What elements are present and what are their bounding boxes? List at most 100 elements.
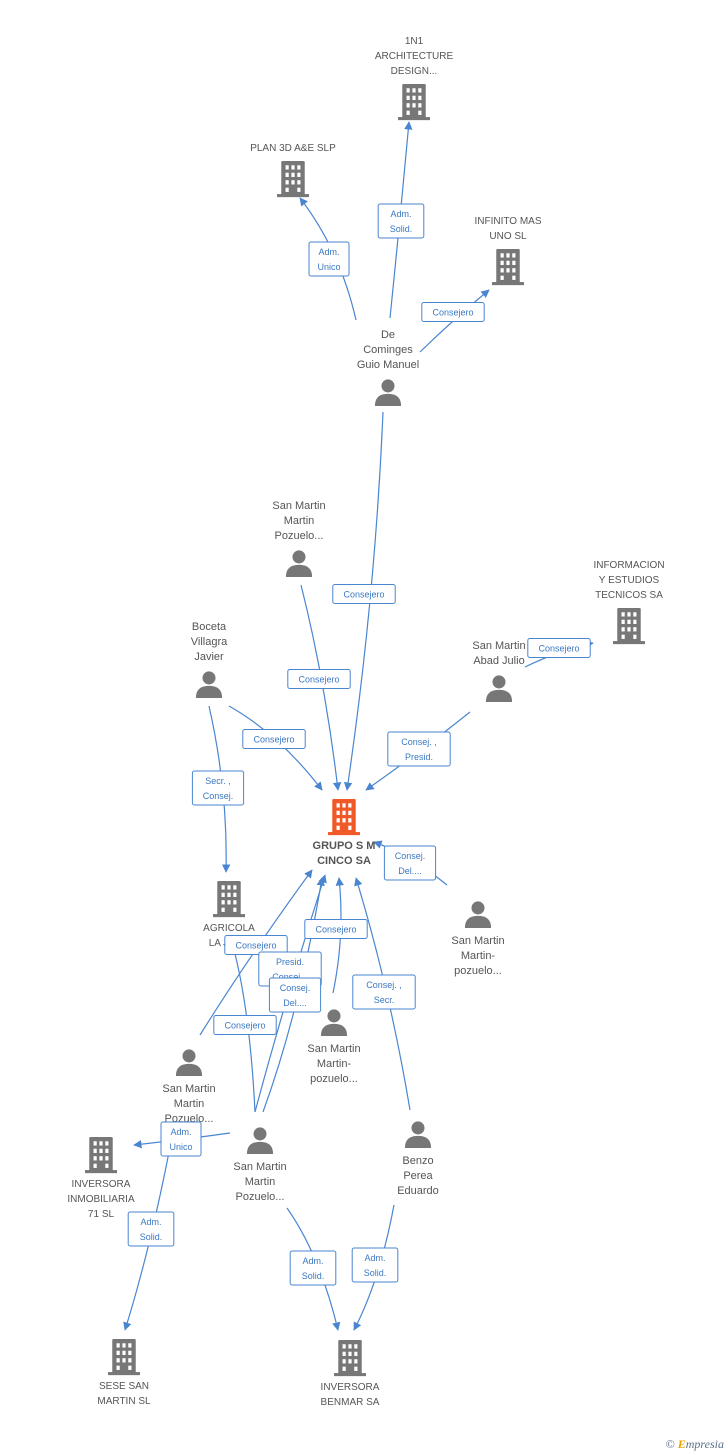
edge-label-text: Consejero [298, 675, 339, 685]
edge-label[interactable]: Consejero [287, 669, 351, 689]
building-icon[interactable] [328, 799, 360, 836]
node-label-line: CINCO SA [317, 855, 371, 867]
edge-label-box[interactable] [242, 729, 306, 749]
node-smpozuelo_right[interactable]: San MartinMartin-pozuelo... [451, 901, 505, 977]
edge-label-text: Consej. , [401, 737, 437, 747]
node-label-line: INFINITO MAS [474, 216, 541, 227]
node-label-line: Pozuelo... [236, 1191, 285, 1203]
edge-label[interactable]: Consej. , Secr. [352, 974, 416, 1010]
node-n1architecture[interactable]: 1N1ARCHITECTUREDESIGN... [375, 36, 454, 121]
person-icon[interactable] [404, 1121, 432, 1148]
node-label-line: MARTIN SL [97, 1396, 151, 1407]
edge-label[interactable]: Adm.Solid. [289, 1250, 337, 1286]
edge-label-box[interactable] [351, 1247, 399, 1283]
building-icon[interactable] [85, 1137, 117, 1174]
edge-label-box[interactable] [160, 1121, 202, 1157]
edge-label-text: Consej. , [366, 980, 402, 990]
edge-label-box[interactable] [304, 919, 368, 939]
node-label-line: Javier [194, 651, 224, 663]
edge-label[interactable]: Consejero [304, 919, 368, 939]
edge-label[interactable]: Consejero [421, 302, 485, 322]
edge-label[interactable]: Consej.Del.... [268, 977, 322, 1013]
edge-label-box[interactable] [332, 584, 396, 604]
node-smpozuelo_left[interactable]: San MartinMartinPozuelo... [162, 1049, 216, 1125]
building-icon[interactable] [277, 161, 309, 198]
building-icon[interactable] [213, 881, 245, 918]
edge-label-box[interactable] [224, 935, 288, 955]
edge-label-box[interactable] [377, 203, 425, 239]
edge-label[interactable]: Adm.Solid. [351, 1247, 399, 1283]
node-label-line: Guio Manuel [357, 359, 419, 371]
node-smpozuelo_top[interactable]: San MartinMartinPozuelo... [272, 500, 326, 577]
edge-label-text: Unico [169, 1142, 192, 1152]
edge-label[interactable]: Consejero [224, 935, 288, 955]
node-label-line: pozuelo... [310, 1073, 358, 1085]
edge-label-box[interactable] [191, 770, 245, 806]
building-icon[interactable] [613, 608, 645, 645]
edge-label[interactable]: Consejero [527, 638, 591, 658]
footer-brand: © Empresia [666, 1437, 724, 1452]
edge-label-text: Consej. [395, 851, 426, 861]
person-icon[interactable] [246, 1127, 274, 1154]
building-icon[interactable] [398, 84, 430, 121]
building-icon[interactable] [108, 1339, 140, 1376]
node-label-line: BENMAR SA [321, 1397, 380, 1408]
edge-label-text: Del.... [398, 866, 422, 876]
edge-label-text: Adm. [318, 247, 339, 257]
person-icon[interactable] [464, 901, 492, 928]
node-label-line: INFORMACION [593, 560, 664, 571]
edge-label[interactable]: Adm. Unico [160, 1121, 202, 1157]
person-icon[interactable] [374, 379, 402, 406]
node-plan3d[interactable]: PLAN 3D A&E SLP [250, 143, 336, 198]
edge-label-box[interactable] [268, 977, 322, 1013]
person-icon[interactable] [485, 675, 513, 702]
edge-label-box[interactable] [127, 1211, 175, 1247]
copyright-symbol: © [665, 1437, 675, 1451]
person-icon[interactable] [285, 550, 313, 577]
edge-label-box[interactable] [352, 974, 416, 1010]
edge-label-text: Solid. [390, 224, 413, 234]
edge-label-box[interactable] [527, 638, 591, 658]
node-label-line: Villagra [191, 636, 228, 648]
edge-label-box[interactable] [383, 845, 437, 881]
person-icon[interactable] [195, 671, 223, 698]
edge-label[interactable]: Secr. ,Consej. [191, 770, 245, 806]
node-smpozuelo_mid[interactable]: San MartinMartin-pozuelo... [307, 1009, 361, 1085]
edge-label-box[interactable] [387, 731, 451, 767]
node-label-line: INVERSORA [321, 1382, 380, 1393]
edge-label-box[interactable] [308, 241, 350, 277]
edge-label[interactable]: Consej. ,Presid. [387, 731, 451, 767]
building-icon[interactable] [492, 249, 524, 286]
person-icon[interactable] [175, 1049, 203, 1076]
edge-label[interactable]: Adm.Unico [308, 241, 350, 277]
edge-label-box[interactable] [213, 1015, 277, 1035]
edge-label[interactable]: Consejero [242, 729, 306, 749]
edge-label-box[interactable] [421, 302, 485, 322]
node-benmar[interactable]: INVERSORA BENMAR SA [321, 1340, 380, 1408]
edge-label-text: Adm. [170, 1127, 191, 1137]
edge-label-box[interactable] [289, 1250, 337, 1286]
person-icon[interactable] [320, 1009, 348, 1036]
node-label-line: Eduardo [397, 1185, 439, 1197]
edge-label-text: Consej... [272, 972, 308, 982]
edge-label-box[interactable] [287, 669, 351, 689]
edge-label[interactable]: Adm.Solid. [377, 203, 425, 239]
edge-label[interactable]: Consejero [213, 1015, 277, 1035]
edge-label[interactable]: Adm.Solid. [127, 1211, 175, 1247]
building-icon[interactable] [334, 1340, 366, 1377]
node-smpozuelo_bot[interactable]: San MartinMartinPozuelo... [233, 1127, 287, 1203]
edge-label-text: Consejero [343, 590, 384, 600]
edge-label[interactable]: Consejero [332, 584, 396, 604]
edge-label-text: Secr. [374, 995, 395, 1005]
edge-label[interactable]: Consej. Del.... [383, 845, 437, 881]
